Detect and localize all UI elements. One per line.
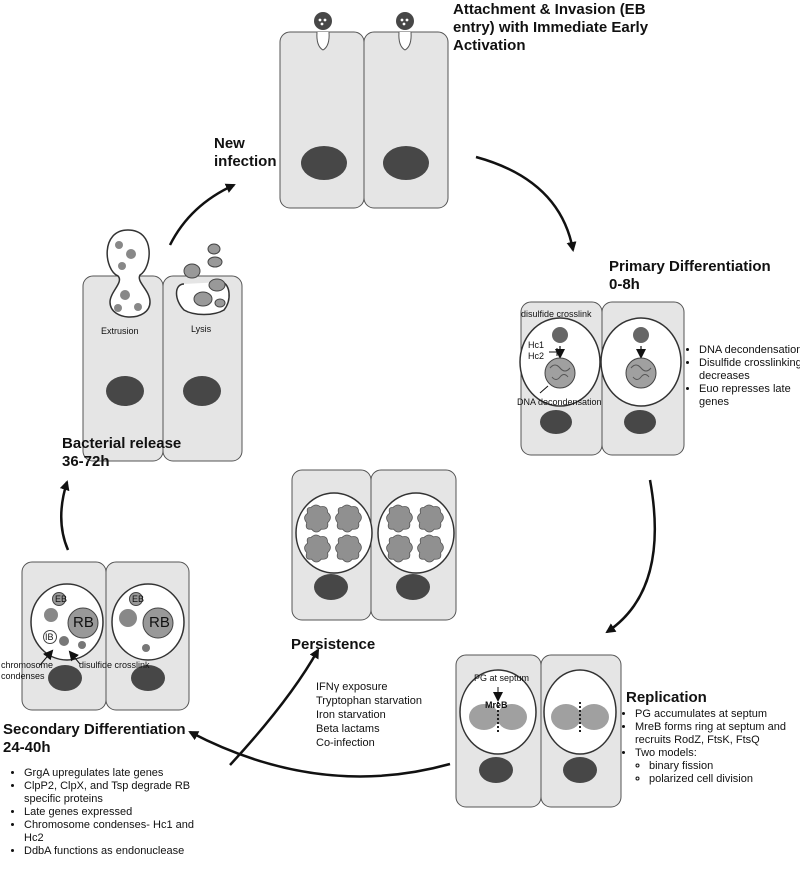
list-item: MreB forms ring at septum and recruits R…: [635, 721, 800, 747]
list-item: Late genes expressed: [24, 806, 194, 819]
rb-label: RB: [149, 614, 170, 631]
list-item: DNA decondensation: [699, 344, 800, 357]
persistence-cells: [291, 469, 457, 621]
mreb-label: MreB: [485, 700, 508, 710]
list-item: Iron starvation: [316, 709, 386, 721]
lysis-label: Lysis: [191, 324, 212, 334]
hc1-label: Hc1: [528, 340, 545, 350]
primary-differentiation-title: Primary Differentiation 0-8h: [609, 258, 771, 293]
bacterial-release-title: Bacterial release 36-72h: [62, 435, 182, 470]
rb-label: RB: [73, 614, 94, 631]
persistence-trigger-list: IFNγ exposure Tryptophan starvation Iron…: [316, 680, 422, 750]
list-item: ClpP2, ClpX, and Tsp degrade RB specific…: [24, 780, 194, 806]
arrow-to-persistence: [229, 648, 320, 766]
hc2-label: Hc2: [528, 351, 545, 361]
extrusion-label: Extrusion: [101, 326, 139, 336]
list-item: Beta lactams: [316, 723, 380, 735]
release-cells: [82, 229, 243, 462]
chromosome-condenses-label: chromosome condenses: [1, 660, 54, 681]
list-item: DdbA functions as endonuclease: [24, 845, 194, 858]
attachment-title: Attachment & Invasion (EB entry) with Im…: [453, 1, 649, 54]
disulfide-crosslink-label: disulfide crosslink: [521, 309, 592, 319]
disulfide-crosslink-label: disulfide crosslink: [79, 660, 150, 670]
eb-label: EB: [132, 594, 145, 604]
dna-decondensation-label: DNA decondensation: [517, 397, 602, 407]
replication-bullet-list: PG accumulates at septum MreB forms ring…: [621, 708, 800, 786]
primary-cells: [519, 301, 685, 456]
ib-label: IB: [45, 632, 54, 642]
list-item: IFNγ exposure: [316, 681, 388, 693]
list-item: Co-infection: [316, 737, 375, 749]
list-item: GrgA upregulates late genes: [24, 767, 194, 780]
new-infection-title: New infection: [214, 135, 277, 170]
attachment-cells: [279, 12, 449, 209]
arrow-to-new-infection: [168, 183, 236, 246]
arrow-to-replication: [605, 479, 657, 634]
list-item: polarized cell division: [649, 773, 800, 786]
pg-at-septum-label: PG at septum: [474, 673, 530, 683]
primary-bullet-list: DNA decondensation Disulfide crosslinkin…: [685, 344, 800, 409]
persistence-title: Persistence: [291, 636, 376, 653]
arrow-to-primary: [475, 155, 577, 252]
list-item: Tryptophan starvation: [316, 695, 422, 707]
list-item: PG accumulates at septum: [635, 708, 800, 721]
secondary-cells: [21, 561, 190, 711]
replication-cells: [455, 654, 622, 808]
list-item: Euo represses late genes: [699, 383, 800, 409]
eb-label: EB: [55, 594, 68, 604]
list-item: Disulfide crosslinking decreases: [699, 357, 800, 383]
secondary-differentiation-title: Secondary Differentiation 24-40h: [3, 721, 186, 756]
cycle-arrows: [59, 155, 657, 778]
list-item: Chromosome condenses- Hc1 and Hc2: [24, 819, 194, 845]
secondary-bullet-list: GrgA upregulates late genes ClpP2, ClpX,…: [10, 767, 194, 858]
list-item: Two models: binary fission polarized cel…: [635, 747, 800, 786]
replication-title: Replication: [626, 689, 707, 706]
list-item: binary fission: [649, 760, 800, 773]
arrow-to-release: [59, 480, 70, 551]
arrow-to-secondary: [188, 730, 451, 778]
